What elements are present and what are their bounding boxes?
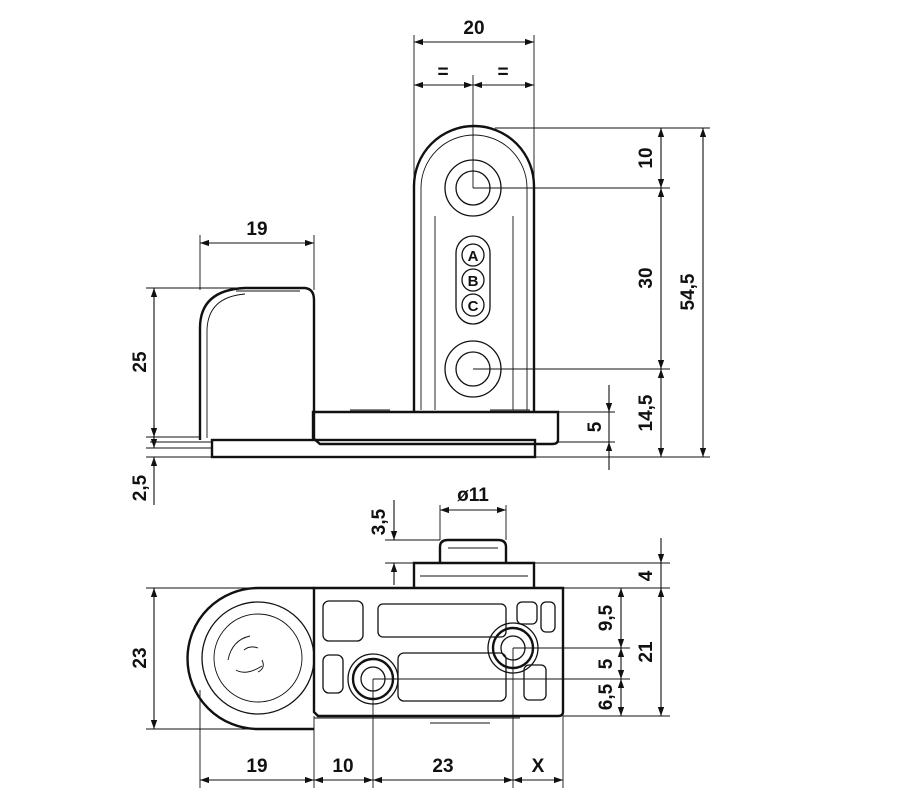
dim-19-block: 19 [246, 219, 267, 240]
pin [438, 538, 508, 563]
dim-6-5: 6,5 [596, 683, 617, 710]
elevation-view: A B C 20 = = 10 30 14,5 54,5 [130, 18, 710, 505]
dim-5-right: 5 [596, 658, 617, 669]
dim-4: 4 [636, 570, 657, 581]
dim-equal-left: = [437, 62, 448, 83]
dim-5-plate: 5 [585, 421, 606, 432]
upright-arm [412, 124, 536, 412]
dim-3-5: 3,5 [369, 508, 390, 535]
dim-25: 25 [130, 351, 151, 373]
dim-equal-right: = [497, 62, 508, 83]
dim-14-5: 14,5 [636, 394, 657, 431]
pivot-block [198, 286, 316, 440]
dim-9-5: 9,5 [596, 604, 617, 631]
dim-23-bottom: 23 [432, 756, 453, 777]
dim-2-5: 2,5 [130, 474, 151, 501]
abc-badge: A B C [455, 235, 491, 325]
dim-30: 30 [636, 267, 657, 288]
plan-view: ø11 3,5 4 9,5 5 6,5 21 23 [130, 485, 670, 788]
plan-plate [312, 586, 565, 718]
dim-10-bottom: 10 [332, 756, 353, 777]
dim-21: 21 [636, 641, 657, 663]
dim-10-upper: 10 [636, 147, 657, 168]
dim-54-5: 54,5 [678, 273, 699, 310]
dim-diameter-11: ø11 [457, 485, 489, 506]
badge-letter-a: A [468, 248, 479, 265]
base-plate [210, 438, 537, 459]
dim-23-height: 23 [130, 647, 151, 668]
mounting-plate [311, 410, 560, 446]
dim-19-bottom: 19 [246, 756, 267, 777]
dim-x: X [532, 756, 545, 777]
dim-20-top: 20 [463, 18, 484, 39]
badge-letter-b: B [468, 273, 479, 290]
badge-letter-c: C [468, 298, 479, 315]
drum [186, 586, 314, 731]
